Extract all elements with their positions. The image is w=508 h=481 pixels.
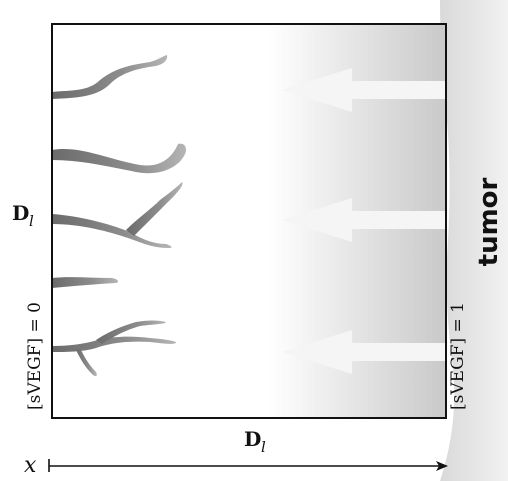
left-arrow-icon	[282, 68, 446, 112]
vessel-sprout-5	[52, 336, 176, 352]
vessel-sprout-5-branch-up	[96, 320, 166, 344]
dl-left-label: D l	[12, 201, 34, 230]
vessel-sprout-1	[52, 55, 168, 99]
svegf-zero-label: [sVEGF] = 0	[25, 302, 45, 410]
arrow-top	[282, 68, 446, 112]
svg-text:D: D	[12, 201, 29, 225]
svg-text:D: D	[244, 427, 261, 451]
right-arrow-icon	[436, 461, 448, 471]
left-arrow-icon	[282, 198, 446, 242]
dl-bottom-label: D l	[244, 427, 266, 456]
vessel-sprouts	[52, 55, 186, 377]
arrow-middle	[282, 198, 446, 242]
svg-text:l: l	[261, 438, 266, 456]
vessel-sprout-3	[52, 214, 172, 248]
tumor-label: tumor	[474, 177, 504, 266]
tumor-region	[440, 0, 508, 481]
vessel-sprout-4	[52, 277, 119, 288]
domain-frame	[51, 23, 447, 419]
left-arrow-icon	[282, 330, 446, 374]
svegf-one-label: [sVEGF] = 1	[448, 302, 468, 410]
x-axis: x	[24, 453, 448, 478]
vessel-sprout-3-branch	[126, 182, 183, 236]
x-axis-label: x	[24, 453, 37, 478]
svg-text:l: l	[29, 212, 34, 230]
vessel-sprout-5-branch-down	[76, 348, 97, 377]
arrow-bottom	[282, 330, 446, 374]
vessel-sprout-2	[52, 143, 186, 174]
